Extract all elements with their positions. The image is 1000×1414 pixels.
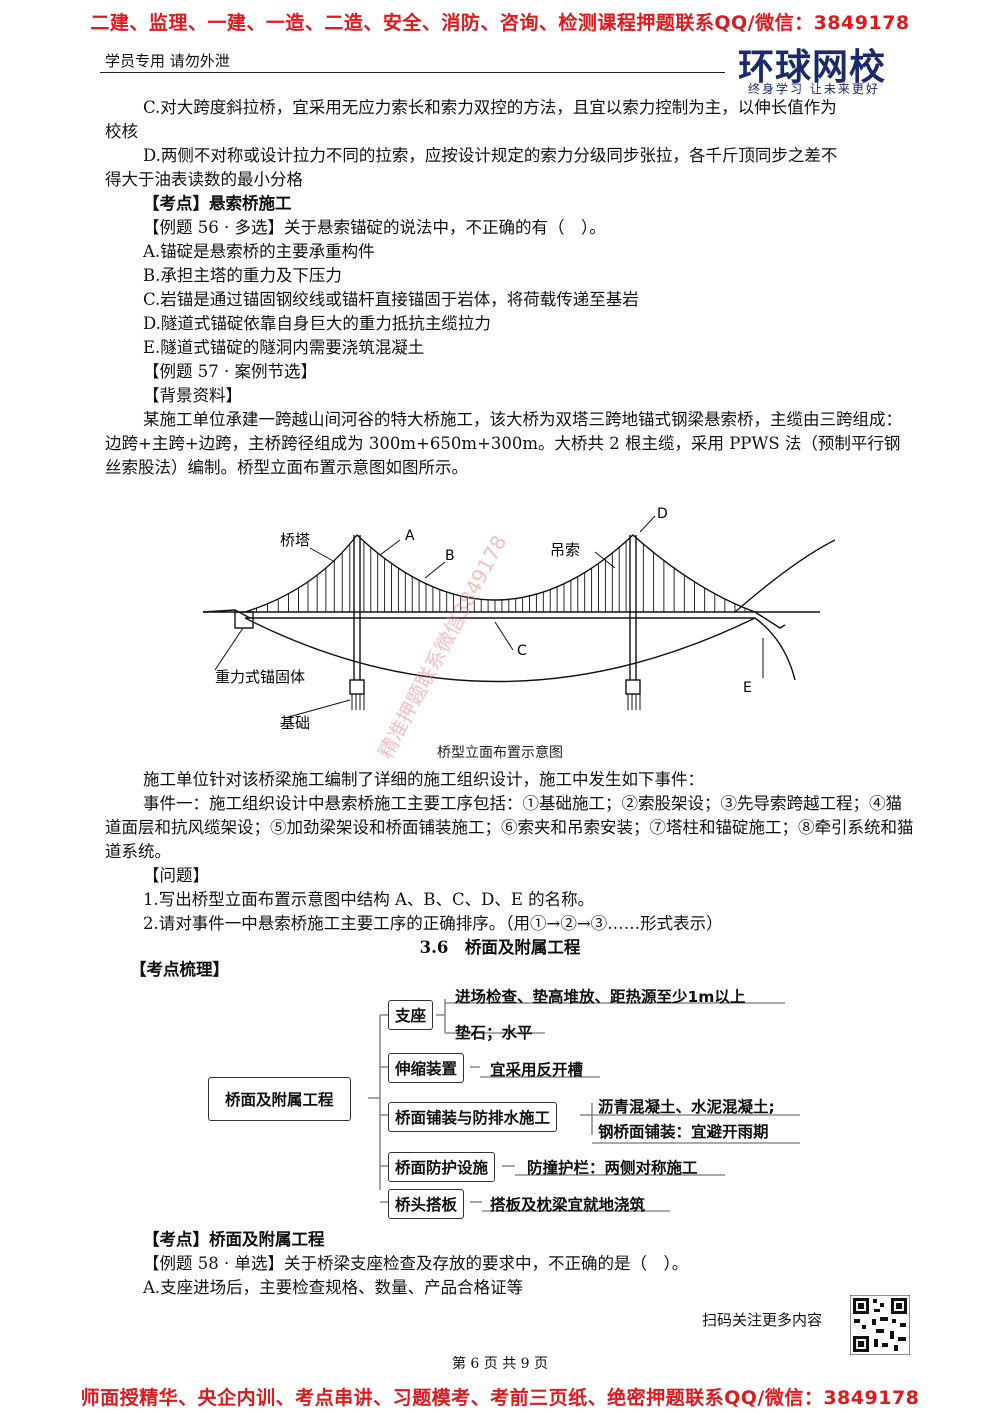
label-d: D: [657, 506, 668, 522]
event-one: 事件一：施工组织设计中悬索桥施工主要工序包括：①基础施工；②索股架设；③先导索跨…: [105, 794, 914, 861]
figure-caption: 桥型立面布置示意图: [437, 745, 563, 761]
label-b: B: [445, 548, 455, 564]
example-heading: 【例题 58 · 单选】关于桥梁支座检查及存放的要求中，不正确的是（ ）。: [143, 1254, 689, 1273]
text-line: C.对大跨度斜拉桥，宜采用无应力索长和索力双控的方法，且宜以索力控制为主，以伸长…: [143, 98, 837, 117]
qr-caption: 扫码关注更多内容: [702, 1311, 823, 1329]
label-e: E: [743, 680, 752, 696]
text-line: D.两侧不对称或设计拉力不同的拉索，应按设计规定的索力分级同步张拉，各千斤顶同步…: [143, 146, 838, 165]
bottom-banner: 师面授精华、央企内训、考点串讲、习题模考、考前三页纸、绝密押题联系QQ/微信：3…: [80, 1387, 920, 1409]
label-tower: 桥塔: [280, 531, 310, 549]
mindmap-branch-protection: 桥面防护设施: [388, 1152, 496, 1182]
event-intro: 施工单位针对该桥梁施工编制了详细的施工组织设计，施工中发生如下事件：: [143, 770, 704, 789]
mindmap-leaf: 沥青混凝土、水泥混凝土;: [598, 1098, 775, 1116]
header-note: 学员专用 请勿外泄: [105, 52, 230, 70]
mindmap-root: 桥面及附属工程: [208, 1077, 351, 1121]
question-2: 2.请对事件一中悬索桥施工主要工序的正确排序。（用①→②→③……形式表示）: [143, 914, 723, 933]
brand-logo: 环球网校: [738, 47, 887, 88]
mindmap-heading: 【考点梳理】: [130, 960, 229, 979]
key-point-heading: 【考点】桥面及附属工程: [143, 1230, 325, 1249]
brand-slogan: 终身学习 让未来更好: [748, 82, 880, 96]
label-foundation: 基础: [280, 714, 310, 732]
top-banner: 二建、监理、一建、一造、二造、安全、消防、咨询、检测课程押题联系QQ/微信：38…: [90, 12, 910, 34]
example-heading: 【例题 56 · 多选】关于悬索锚碇的说法中，不正确的有（ ）。: [143, 218, 606, 237]
mindmap-leaf: 垫石；水平: [455, 1024, 533, 1042]
mindmap-leaf: 宜采用反开槽: [490, 1061, 584, 1079]
question-1: 1.写出桥型立面布置示意图中结构 A、B、C、D、E 的名称。: [143, 890, 595, 909]
option-a: A.支座进场后，主要检查规格、数量、产品合格证等: [143, 1278, 524, 1297]
qr-code-icon[interactable]: [850, 1295, 910, 1355]
text-line: 得大于油表读数的最小分格: [105, 170, 303, 189]
bridge-elevation-figure: 桥塔 A B 吊索 D C 重力式锚固体 基础 E: [202, 506, 835, 732]
mindmap-branch-paving: 桥面铺装与防排水施工: [388, 1102, 558, 1132]
key-point-heading: 【考点】悬索桥施工: [143, 194, 292, 213]
mindmap-leaf: 搭板及枕梁宜就地浇筑: [490, 1196, 646, 1214]
label-anchor: 重力式锚固体: [215, 668, 305, 686]
mindmap-connectors: [368, 999, 800, 1212]
label-c: C: [517, 643, 527, 659]
mindmap-leaf: 钢桥面铺装：宜避开雨期: [598, 1123, 769, 1141]
option-d: D.隧道式锚碇依靠自身巨大的重力抵抗主缆拉力: [143, 314, 491, 333]
label-hanger: 吊索: [550, 541, 580, 559]
page-number: 第 6 页 共 9 页: [451, 1356, 549, 1372]
mindmap-branch-expansion: 伸缩装置: [388, 1053, 465, 1083]
mindmap-branch-approach-slab: 桥头搭板: [388, 1189, 465, 1219]
header-rule: [100, 72, 725, 73]
label-a: A: [405, 528, 415, 544]
option-a: A.锚碇是悬索桥的主要承重构件: [143, 242, 375, 261]
option-e: E.隧道式锚碇的隧洞内需要浇筑混凝土: [143, 338, 425, 357]
option-b: B.承担主塔的重力及下压力: [143, 266, 342, 285]
question-heading: 【问题】: [143, 866, 209, 885]
text-line: 校核: [105, 122, 138, 141]
background-paragraph: 某施工单位承建一跨越山间河谷的特大桥施工，该大桥为双塔三跨地锚式钢梁悬索桥，主缆…: [105, 410, 902, 477]
section-title: 3.6 桥面及附属工程: [419, 938, 581, 957]
mindmap-leaf: 进场检查、垫高堆放、距热源至少1m以上: [455, 988, 746, 1006]
mindmap-branch-bearing: 支座: [388, 1000, 434, 1030]
mindmap-leaf: 防撞护栏：两侧对称施工: [527, 1159, 698, 1177]
option-c: C.岩锚是通过锚固钢绞线或锚杆直接锚固于岩体，将荷载传递至基岩: [143, 290, 639, 309]
background-heading: 【背景资料】: [143, 386, 242, 405]
example-heading: 【例题 57 · 案例节选】: [143, 362, 317, 381]
